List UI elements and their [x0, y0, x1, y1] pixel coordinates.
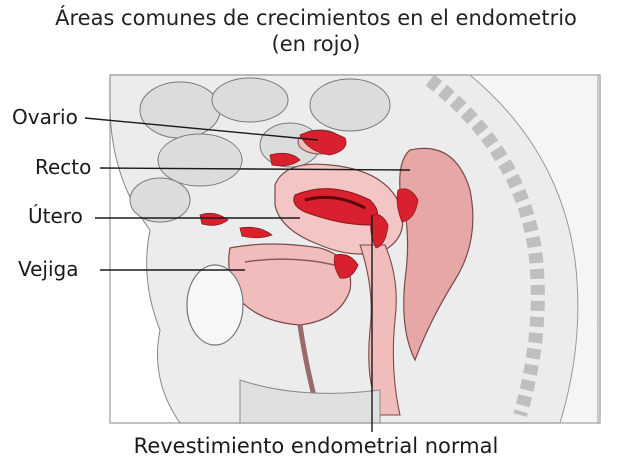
label-vejiga: Vejiga — [18, 258, 79, 280]
label-ovario: Ovario — [12, 106, 78, 128]
caption-endometrial-lining: Revestimiento endometrial normal — [0, 434, 632, 458]
pubic-bone — [187, 265, 243, 345]
label-recto: Recto — [35, 156, 91, 178]
label-utero: Útero — [28, 205, 83, 227]
